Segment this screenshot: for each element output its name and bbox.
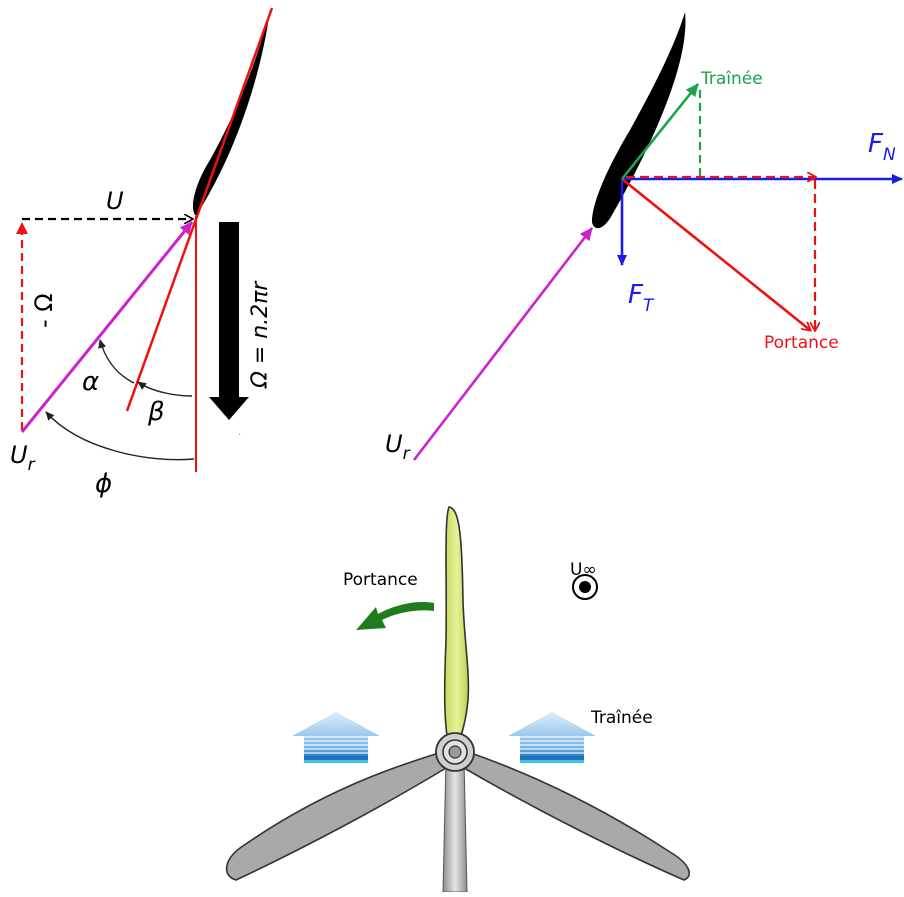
blade-left — [225, 750, 447, 881]
label-phi: ϕ — [95, 469, 112, 499]
wind-arrow-left — [292, 712, 380, 763]
blade-right — [463, 750, 691, 881]
airfoil-shape-2 — [592, 12, 686, 229]
label-FT: FT — [628, 280, 655, 316]
label-portance-force: Portance — [764, 333, 839, 353]
turbine-tower — [442, 759, 468, 893]
label-trainee-turbine: Traînée — [590, 708, 653, 728]
chord-line — [125, 7, 274, 412]
label-Ur-left: Ur — [10, 441, 36, 475]
label-minus-omega: - Ω — [30, 293, 58, 328]
stray-dot: · — [238, 430, 241, 441]
beta-arc — [137, 381, 193, 397]
label-trainee-force: Traînée — [700, 69, 763, 89]
Ur-vector-2 — [412, 227, 594, 461]
trainee-vector — [620, 83, 700, 180]
label-portance-turbine: Portance — [343, 570, 418, 590]
forces-panel: Traînée FN FT Portance Ur — [385, 12, 903, 464]
airfoil-shape — [192, 10, 270, 216]
portance-vector — [621, 177, 810, 330]
hub-center — [448, 745, 462, 759]
blade-top — [443, 506, 470, 743]
out-of-page-symbol — [572, 574, 598, 600]
wind-arrow-right — [508, 712, 596, 763]
phi-arc — [45, 411, 195, 461]
label-Ur-right: Ur — [385, 430, 411, 464]
omega-big-arrow — [209, 222, 249, 420]
velocity-triangle-panel: U - Ω Ω = n.2πr Ur α β ϕ · — [10, 7, 274, 499]
turbine-panel: Portance U∞ Traînée — [225, 506, 691, 893]
Ur-vector — [20, 221, 194, 433]
label-beta: β — [147, 397, 165, 427]
label-U: U — [106, 187, 124, 215]
label-FN: FN — [868, 129, 896, 165]
rotation-arrow — [356, 602, 434, 630]
alpha-arc — [98, 339, 135, 384]
label-alpha: α — [82, 367, 99, 397]
label-omega-equation: Ω = n.2πr — [248, 280, 273, 389]
